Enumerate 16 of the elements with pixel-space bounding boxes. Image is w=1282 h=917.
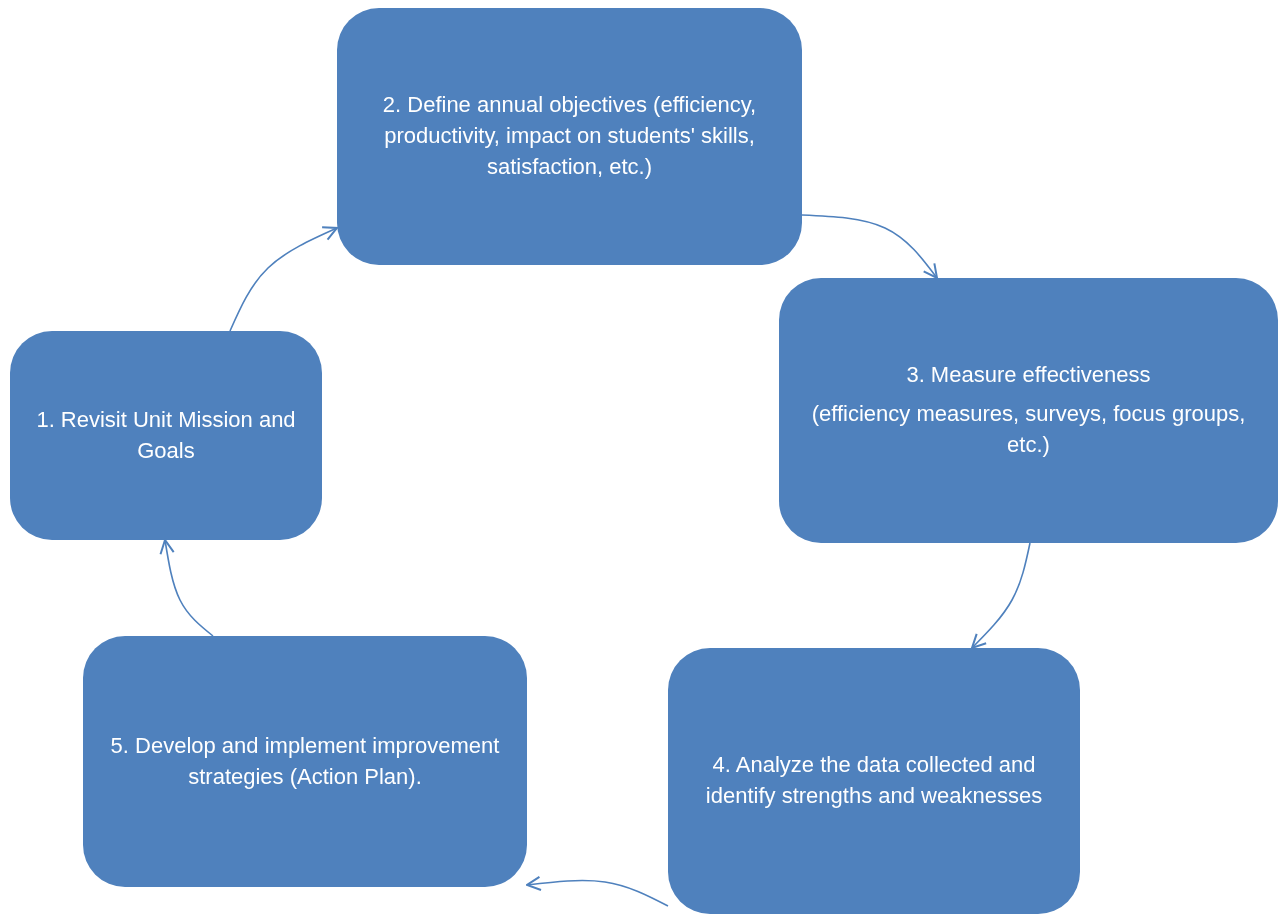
step-text: 3. Measure effectiveness [906,361,1151,390]
step-text: 1. Revisit Unit Mission and Goals [35,405,297,465]
process-box [10,331,322,540]
process-box [779,278,1278,543]
step-text: 5. Develop and implement improvement strategies (Action Plan). [109,731,501,791]
process-box [83,636,527,887]
arrow [526,875,669,907]
arrow [971,542,1031,649]
arrow [229,226,338,332]
process-box [668,648,1080,914]
arrow [159,539,214,637]
process-box [337,8,802,265]
step-text: 2. Define annual objectives (efficiency, productivity, impact on students' skills, satisfaction, etc.) [381,91,758,181]
arrow [801,214,938,279]
step-text: 4. Analyze the data collected and identify strengths and weaknesses [704,751,1044,810]
step-text: (efficiency measures, surveys, focus groups, etc.) [810,400,1247,459]
